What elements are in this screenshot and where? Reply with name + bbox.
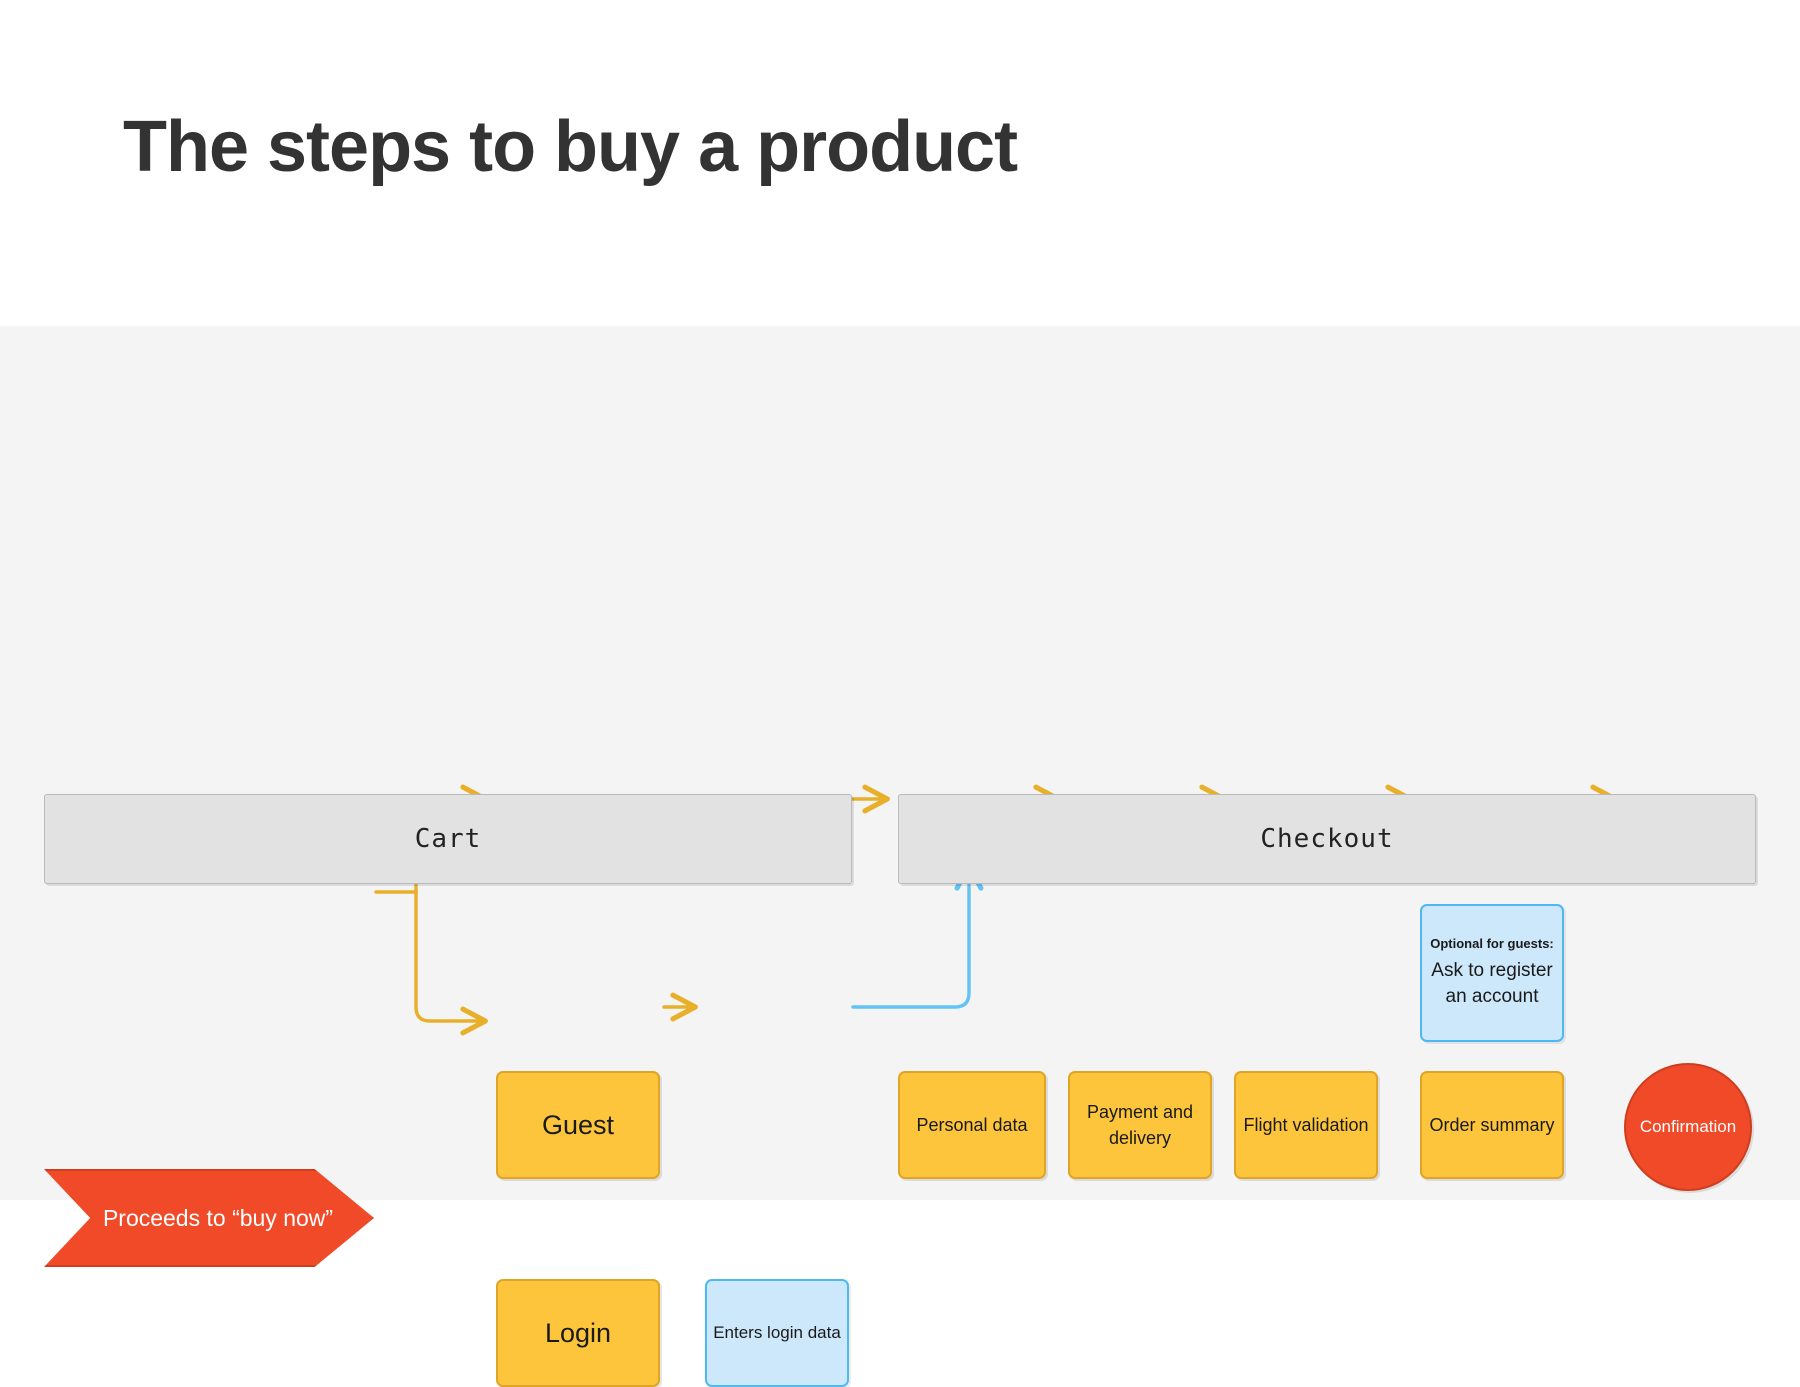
node-flight-validation[interactable]: Flight validation [1234, 1071, 1378, 1179]
phase-label-cart: Cart [414, 824, 482, 854]
edge-enters-personal [851, 863, 984, 1009]
page-title: The steps to buy a product [123, 107, 1018, 187]
connector-layer [374, 784, 1618, 1036]
phase-bar-cart[interactable]: Cart [44, 794, 852, 884]
node-confirmation-label: Confirmation [1639, 1116, 1737, 1136]
node-guest[interactable]: Guest [496, 1071, 660, 1179]
node-order-summary[interactable]: Order summary [1420, 1071, 1564, 1179]
diagram-canvas: Cart Checkout Proceeds to “buy now” Gues… [0, 326, 1800, 1387]
node-guest-label: Guest [541, 1109, 615, 1140]
node-login[interactable]: Login [496, 1279, 660, 1387]
phase-label-checkout: Checkout [1260, 824, 1394, 854]
node-start-label: Proceeds to “buy now” [102, 1204, 334, 1231]
node-login-label: Login [544, 1317, 612, 1348]
node-enters-login-data[interactable]: Enters login data [705, 1279, 849, 1387]
node-flight-validation-label: Flight validation [1243, 1114, 1369, 1135]
node-confirmation[interactable]: Confirmation [1624, 1063, 1752, 1191]
edge-start-login [414, 890, 488, 1036]
node-start-proceeds-to-buy-now[interactable]: Proceeds to “buy now” [44, 1169, 374, 1267]
node-payment-and-delivery-label: Payment and delivery [1086, 1101, 1194, 1148]
node-optional-register-account[interactable]: Optional for guests: Ask to register an … [1420, 904, 1564, 1042]
phase-bar-checkout[interactable]: Checkout [898, 794, 1756, 884]
node-optional-title: Optional for guests: [1430, 936, 1554, 952]
node-enters-login-data-label: Enters login data [713, 1322, 841, 1342]
node-optional-body: Ask to register an account [1431, 960, 1553, 1007]
header-band: The steps to buy a product [0, 0, 1800, 326]
node-personal-data-label: Personal data [916, 1114, 1028, 1135]
node-order-summary-label: Order summary [1429, 1114, 1555, 1135]
node-payment-and-delivery[interactable]: Payment and delivery [1068, 1071, 1212, 1179]
node-personal-data[interactable]: Personal data [898, 1071, 1046, 1179]
